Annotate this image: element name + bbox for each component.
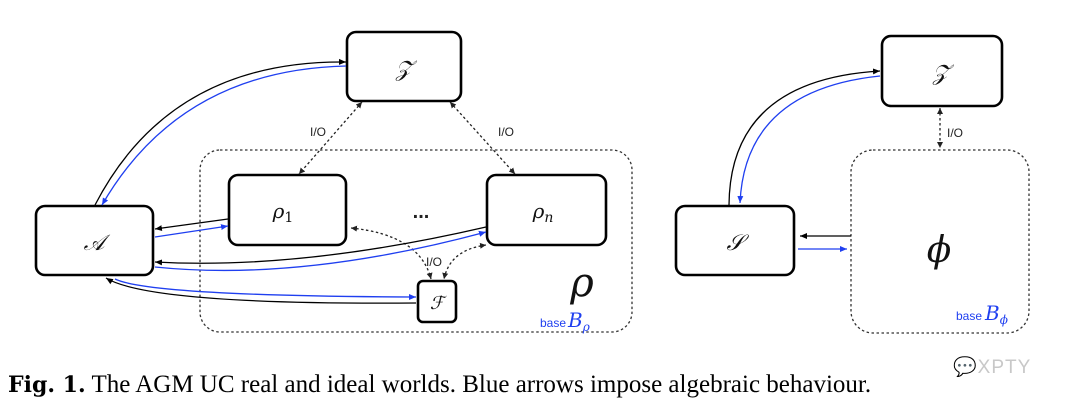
- io-arrow-f-rho1: [350, 225, 433, 280]
- party-subscript: n: [544, 210, 553, 226]
- party-label: ρ: [272, 199, 285, 223]
- svg-text:ρn: ρn: [532, 199, 554, 226]
- party-node-rho-n[interactable]: ρn: [485, 173, 608, 247]
- chat-bubble-icon: 💬: [953, 357, 978, 378]
- functionality-label: ℱ: [430, 293, 447, 314]
- watermark: 💬XPTY: [953, 357, 1032, 378]
- io-arrow-z-rhon: [449, 101, 516, 175]
- caption-prefix: Fig. 1.: [8, 372, 86, 398]
- adversary-node[interactable]: 𝒜: [34, 204, 155, 277]
- caption-text: The AGM UC real and ideal worlds. Blue a…: [91, 371, 872, 398]
- arrow-rho1-to-a: [154, 218, 229, 232]
- party-subscript: 1: [284, 210, 293, 226]
- svg-text:ρ1: ρ1: [272, 199, 294, 226]
- io-label: I/O: [498, 125, 514, 139]
- environment-node-ideal[interactable]: 𝒵: [880, 34, 1004, 108]
- protocol-region-rho: [199, 149, 633, 333]
- arrow-a-to-f-blue: [114, 278, 417, 300]
- ideal-functionality-region: [850, 149, 1030, 334]
- arrow-a-to-z: [94, 58, 347, 206]
- environment-label: 𝒵: [932, 61, 955, 86]
- ellipsis: ...: [413, 201, 430, 223]
- io-arrow-z-rho1: [298, 101, 363, 175]
- party-label: ρ: [532, 199, 545, 223]
- environment-node-real[interactable]: 𝒵: [345, 30, 463, 103]
- arrow-rhon-to-a: [154, 226, 487, 266]
- party-node-rho-1[interactable]: ρ1: [227, 173, 348, 247]
- functionality-node[interactable]: ℱ: [416, 279, 458, 324]
- arrow-a-to-rho1-blue: [154, 224, 229, 238]
- io-label: I/O: [426, 255, 442, 269]
- ideal-functionality-label-phi: ϕ: [927, 230, 952, 271]
- arrow-z-to-a-blue: [101, 65, 347, 206]
- arrow-a-to-rhon-blue: [154, 230, 487, 272]
- arrow-s-to-z: [728, 68, 881, 206]
- io-label: I/O: [947, 126, 963, 140]
- arrow-f-to-a: [105, 277, 417, 304]
- arrow-z-to-s-blue: [737, 75, 881, 204]
- environment-label: 𝒵: [395, 57, 418, 82]
- figure-caption: Fig. 1. The AGM UC real and ideal worlds…: [8, 371, 871, 399]
- protocol-label-rho: ρ: [569, 260, 594, 306]
- io-label: I/O: [310, 125, 326, 139]
- simulator-node[interactable]: 𝒮: [674, 204, 796, 277]
- io-arrow-f-rhon: [442, 242, 487, 280]
